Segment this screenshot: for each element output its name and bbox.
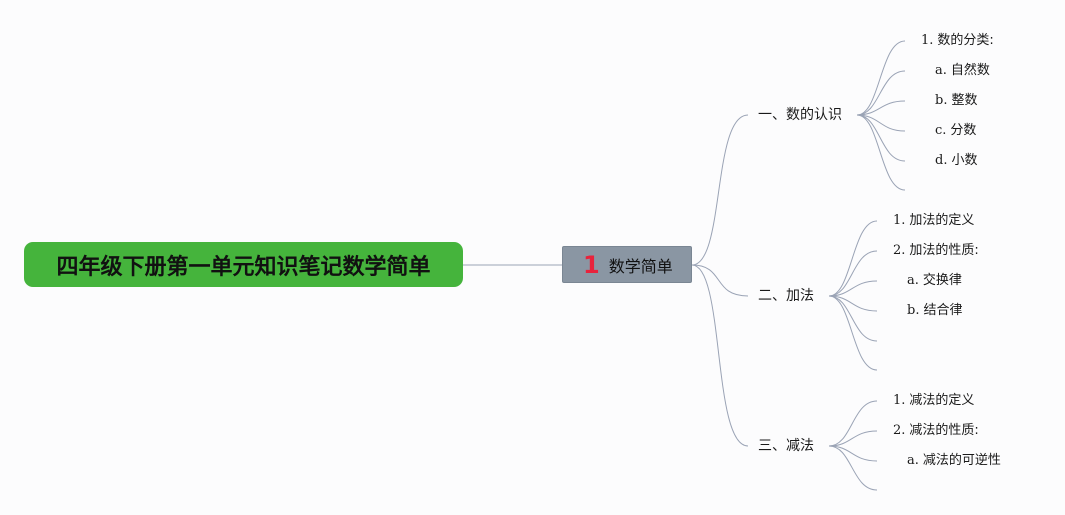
leaf-node[interactable]: 2.加法的性质:: [893, 243, 979, 258]
priority-badge-icon: 1: [583, 250, 600, 279]
root-node[interactable]: 四年级下册第一单元知识笔记数学简单: [24, 242, 463, 287]
branch-node-3[interactable]: 三、减法: [758, 437, 814, 455]
connector-center-branch-3: [691, 264, 749, 447]
branch-label: 二、加法: [758, 288, 814, 304]
branch-node-2[interactable]: 二、加法: [758, 287, 814, 305]
branch-label: 一、数的认识: [758, 107, 842, 123]
connector-center-branch-1: [691, 114, 749, 266]
leaf-node[interactable]: a.减法的可逆性: [907, 453, 1001, 468]
leaf-node[interactable]: 1.数的分类:: [921, 33, 994, 48]
leaf-node[interactable]: 1.减法的定义: [893, 393, 975, 408]
root-title: 四年级下册第一单元知识笔记数学简单: [56, 254, 431, 280]
leaf-node[interactable]: a.交换律: [907, 273, 962, 288]
leaf-node[interactable]: 2.减法的性质:: [893, 423, 979, 438]
leaf-node[interactable]: a.自然数: [935, 63, 990, 78]
branch-2-fan: [828, 220, 878, 371]
branch-3-fan: [828, 400, 878, 491]
leaf-node[interactable]: d.小数: [935, 153, 978, 168]
branch-label: 三、减法: [758, 438, 814, 454]
branch-node-1[interactable]: 一、数的认识: [758, 106, 842, 124]
center-label: 数学简单: [608, 256, 673, 276]
leaf-node[interactable]: 1.加法的定义: [893, 213, 975, 228]
branch-1-fan: [856, 40, 906, 191]
leaf-node[interactable]: c.分数: [935, 123, 977, 138]
leaf-node[interactable]: b.整数: [935, 93, 978, 108]
connector-center-branch-2: [691, 264, 749, 297]
center-node[interactable]: 1 数学简单: [562, 246, 692, 283]
leaf-node[interactable]: b.结合律: [907, 303, 963, 318]
